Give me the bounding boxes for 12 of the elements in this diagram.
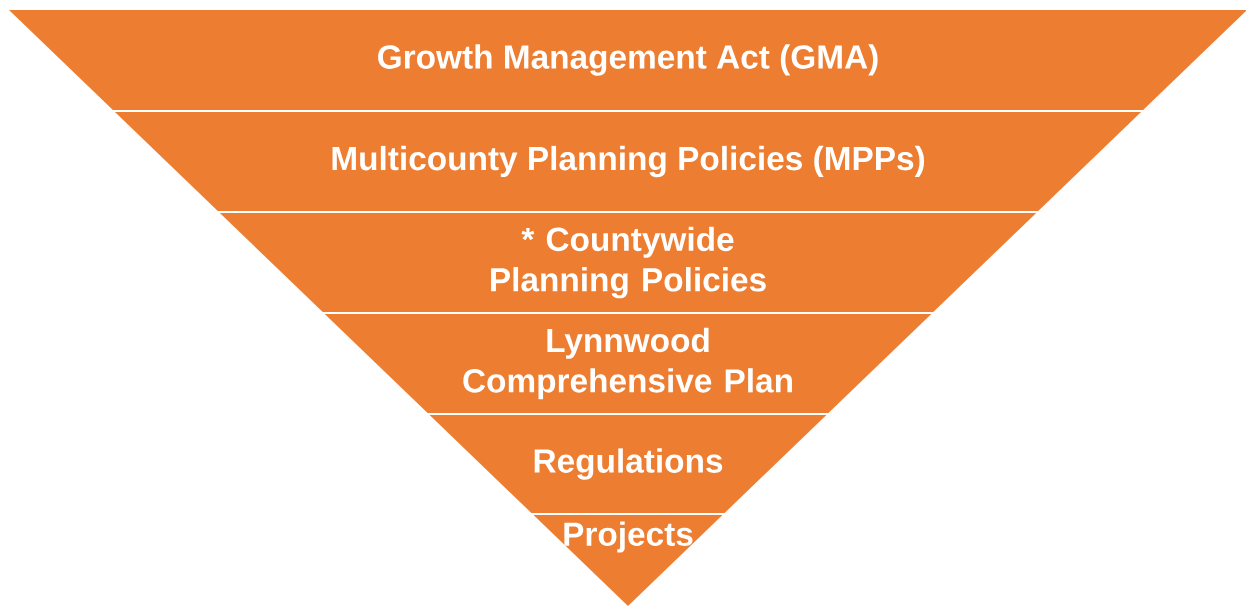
node-label: Projects [564,521,693,553]
pyramid-band: Lynnwood Comprehensive Plan [324,314,932,413]
pyramid-band: Regulations [429,415,827,513]
pyramid-band: Growth Management Act (GMA) [9,10,1246,110]
pyramid-band: Multicounty Planning Policies (MPPs) [114,112,1142,211]
node-label: Multicounty Planning Policies (MPPs) [332,145,925,178]
pyramid-band: * Countywide Planning Policies [219,213,1037,312]
node-label: Lynnwood Comprehensive Plan [463,327,792,400]
node-label: * Countywide Planning Policies [491,226,766,299]
pyramid-band: Projects [533,515,723,606]
node-label: Regulations [534,448,723,480]
node-label: Growth Management Act (GMA) [378,44,878,76]
